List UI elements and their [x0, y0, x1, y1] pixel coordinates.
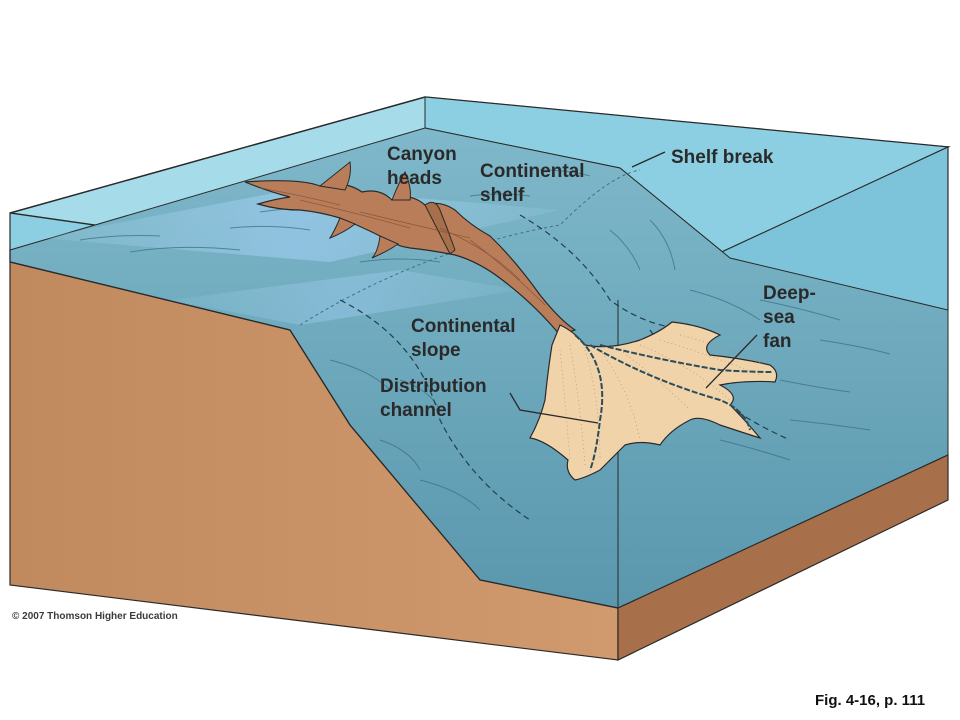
distribution-channels — [574, 334, 773, 471]
canyon-shape — [244, 180, 577, 336]
copyright-notice: © 2007 Thomson Higher Education — [12, 611, 178, 622]
deep-sea-fan-line-1: Deep- — [763, 283, 816, 304]
distribution-channel-label: Distribution channel — [380, 375, 487, 423]
shelf-break-text: Shelf break — [671, 147, 774, 168]
sediment-right-face — [617, 454, 949, 661]
canyon-tributary-5 — [371, 235, 399, 259]
canyon-tributary-4 — [328, 217, 356, 240]
canyon-tributary — [318, 161, 351, 191]
continental-shelf-line-2: shelf — [480, 185, 525, 206]
canyon-heads-line-1: Canyon — [387, 144, 457, 165]
shelf-break-leader — [631, 151, 666, 168]
leader-lines — [509, 151, 758, 424]
continental-slope-line-1: Continental — [411, 316, 516, 337]
canyon-heads-line-2: heads — [387, 168, 442, 189]
continental-slope-line-2: slope — [411, 340, 461, 361]
deep-sea-fan — [529, 321, 778, 481]
continental-slope-label: Continental slope — [411, 315, 516, 363]
rise-contour — [339, 299, 531, 521]
continental-shelf-label: Continental shelf — [480, 160, 585, 208]
distribution-channel-line-2: channel — [380, 400, 452, 421]
canyon-heads-label: Canyon heads — [387, 143, 457, 191]
canyon-tributary-2 — [391, 170, 411, 201]
distribution-channel-leader — [509, 392, 599, 424]
rise-contour-2 — [519, 214, 701, 331]
submarine-canyon — [244, 161, 577, 336]
deep-sea-fan-line-3: fan — [763, 331, 792, 352]
sediment-block — [9, 250, 949, 661]
deep-sea-fan-label: Deep- sea fan — [763, 282, 816, 354]
figure-reference: Fig. 4-16, p. 111 — [815, 692, 926, 709]
deep-sea-fan-line-2: sea — [763, 307, 795, 328]
deep-sea-fan-leader — [705, 334, 758, 389]
sediment-top-edge — [9, 250, 619, 609]
fan-shape — [529, 321, 778, 481]
shelf-streak-2 — [170, 270, 520, 325]
shelf-break-line — [299, 169, 641, 326]
seafloor — [9, 127, 949, 609]
continental-shelf-line-1: Continental — [480, 161, 585, 182]
distribution-channel-line-1: Distribution — [380, 376, 487, 397]
shelf-break-label: Shelf break — [671, 146, 773, 170]
